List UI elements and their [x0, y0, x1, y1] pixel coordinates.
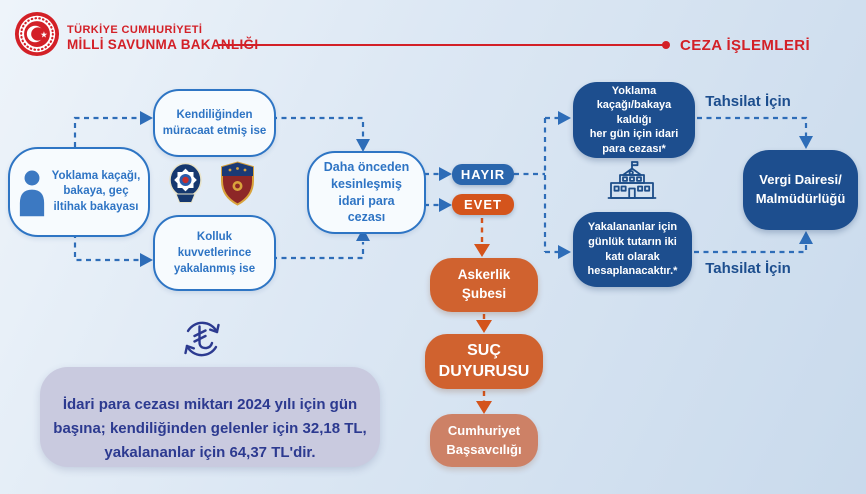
government-building-icon	[607, 161, 657, 199]
page-title: CEZA İŞLEMLERİ	[680, 37, 811, 54]
voluntary-node: Kendiliğinden müracaat etmiş ise	[153, 89, 276, 157]
prior-fine-node: Daha önceden kesinleşmiş idari para ceza…	[307, 151, 426, 234]
ministry-title-line1: TÜRKİYE CUMHURİYETİ	[67, 24, 203, 36]
answer-no-pill: HAYIR	[452, 164, 514, 185]
note-text: İdari para cezası miktarı 2024 yılı için…	[53, 368, 366, 465]
start-node-label: Yoklama kaçağı, bakaya, geç iltihak baka…	[51, 169, 141, 213]
prior-fine-node-label: Daha önceden kesinleşmiş idari para ceza…	[323, 159, 410, 225]
collection-label-bottom: Tahsilat İçin	[705, 260, 791, 277]
header-divider-line	[218, 44, 664, 46]
note-amount-caught: 64,37 TL	[229, 444, 290, 462]
tl-currency-refresh-icon	[184, 321, 220, 357]
svg-text:★: ★	[40, 30, 48, 40]
ministry-title: TÜRKİYE CUMHURİYETİ MİLLİ SAVUNMA BAKANL…	[67, 24, 258, 52]
start-node: Yoklama kaçağı, bakaya, geç iltihak baka…	[8, 147, 150, 237]
military-branch-node: Askerlik Şubesi	[430, 258, 538, 312]
military-branch-node-label: Askerlik Şubesi	[457, 267, 511, 301]
police-badge-icon	[169, 162, 202, 203]
person-icon	[19, 170, 44, 217]
double-fine-node-label: Yakalananlar için günlük tutarın iki kat…	[587, 220, 678, 278]
ministry-title-line2: MİLLİ SAVUNMA BAKANLIĞI	[67, 36, 259, 52]
caught-node: Kolluk kuvvetlerince yakalanmış ise	[153, 215, 276, 291]
note-box: İdari para cezası miktarı 2024 yılı için…	[40, 367, 380, 467]
jandarma-badge-icon	[221, 161, 254, 206]
header-dot	[662, 41, 670, 49]
ministry-emblem-icon: ★	[14, 11, 60, 57]
note-part2: yakalananlar için	[104, 444, 226, 462]
voluntary-node-label: Kendiliğinden müracaat etmiş ise	[162, 108, 267, 137]
daily-fine-node-label: Yoklama kaçağı/bakaya kaldığı her gün iç…	[589, 84, 679, 155]
criminal-complaint-node: SUÇ DUYURUSU	[425, 334, 543, 389]
caught-node-label: Kolluk kuvvetlerince yakalanmış ise	[173, 230, 256, 276]
note-part3: 'dir.	[289, 444, 316, 462]
prosecutor-node-label: Cumhuriyet Başsavcılığı	[446, 423, 522, 457]
prosecutor-node: Cumhuriyet Başsavcılığı	[430, 414, 538, 467]
collection-label-top: Tahsilat İçin	[705, 93, 791, 110]
note-part1: İdari para cezası miktarı 2024 yılı için…	[53, 395, 358, 437]
double-fine-node: Yakalananlar için günlük tutarın iki kat…	[573, 212, 692, 287]
daily-fine-node: Yoklama kaçağı/bakaya kaldığı her gün iç…	[573, 82, 695, 158]
tax-office-node: Vergi Dairesi/ Malmüdürlüğü	[743, 150, 858, 230]
tax-office-node-label: Vergi Dairesi/ Malmüdürlüğü	[755, 172, 846, 206]
criminal-complaint-node-label: SUÇ DUYURUSU	[438, 341, 530, 380]
answer-yes-pill: EVET	[452, 194, 514, 215]
note-amount-voluntary: 32,18 TL,	[302, 420, 367, 437]
